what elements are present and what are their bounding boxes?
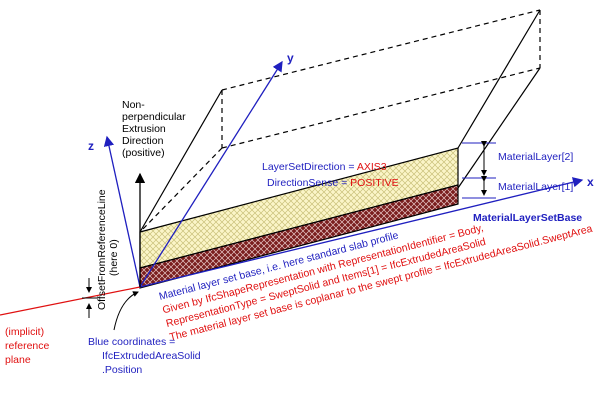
layer-dimension-marks [462,141,496,199]
offset-label: OffsetFromReferenceLine (here 0) [96,189,120,310]
offset-dimension [82,278,98,318]
z-axis [103,135,141,288]
extrusion-direction-label: Non- perpendicular Extrusion Direction (… [122,99,186,159]
svg-text:Direction: Direction [122,135,164,147]
z-axis-label: z [88,139,94,153]
svg-text:(implicit): (implicit) [5,326,44,338]
svg-text:Extrusion: Extrusion [122,123,166,135]
svg-text:(positive): (positive) [122,147,165,159]
svg-text:plane: plane [5,354,31,366]
svg-text:perpendicular: perpendicular [122,111,186,123]
y-axis [139,60,283,288]
y-axis-label: y [287,51,294,65]
material-layer-2-label: MaterialLayer[2] [498,151,573,163]
svg-text:reference: reference [5,340,50,352]
layer-set-direction-label: LayerSetDirection = AXIS3 [262,161,387,173]
extrusion-box [139,9,541,233]
reference-plane-label: (implicit) reference plane [5,326,50,366]
svg-text:OffsetFromReferenceLine: OffsetFromReferenceLine [96,189,108,310]
blue-coordinates-label: Blue coordinates = IfcExtrudedAreaSolid … [88,336,201,376]
blue-coordinates-pointer [113,291,139,331]
svg-text:IfcExtrudedAreaSolid: IfcExtrudedAreaSolid [102,350,201,362]
material-layer-set-base-label: MaterialLayerSetBase [473,212,582,224]
direction-sense-label: DirectionSense = POSITIVE [267,177,399,189]
svg-text:Blue coordinates =: Blue coordinates = [88,336,175,348]
svg-text:.Position: .Position [102,364,142,376]
x-axis [139,177,584,288]
svg-text:Non-: Non- [122,99,145,111]
reference-line [0,286,141,316]
direction-sense-text: DirectionSense = POSITIVE [267,177,399,189]
svg-text:(here 0): (here 0) [108,239,120,276]
material-layer-1-label: MaterialLayer[1] [498,181,573,193]
x-axis-label: x [587,175,594,189]
